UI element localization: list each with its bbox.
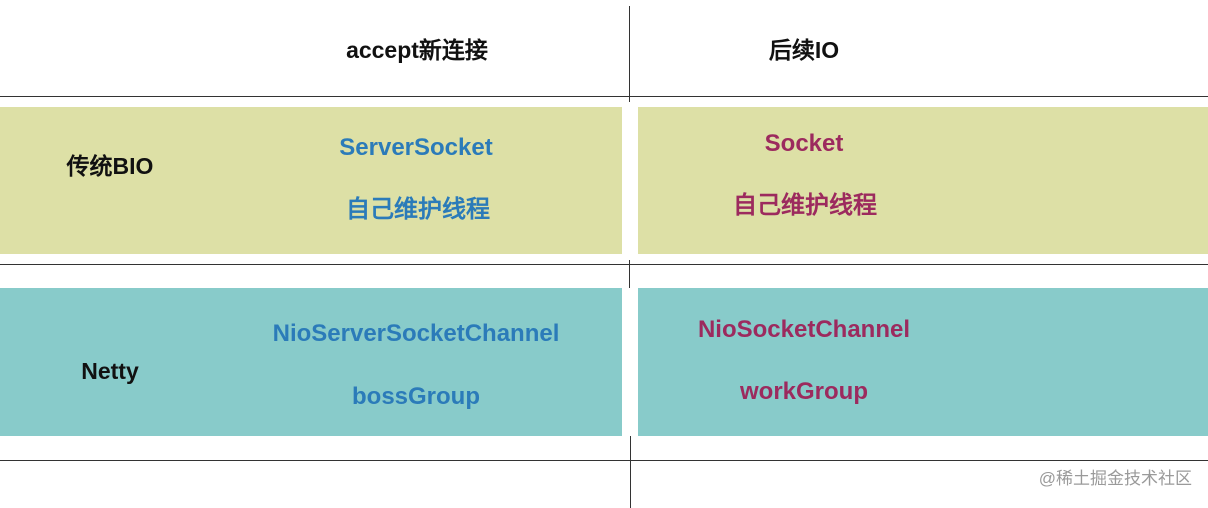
netty-io-primary: NioSocketChannel [697,316,911,343]
header-accept: accept新连接 [346,37,488,63]
netty-accept-primary: NioServerSocketChannel [272,320,560,347]
row-label-bio: 传统BIO [66,153,154,179]
netty-accept-secondary: bossGroup [351,383,481,410]
row-divider-line [0,264,1208,265]
bio-accept-band [0,107,622,254]
bio-io-band [638,107,1208,254]
netty-io-secondary: workGroup [739,378,869,405]
middle-column-divider [629,260,630,288]
row-label-netty: Netty [81,358,139,384]
watermark: @稀土掘金技术社区 [1038,469,1192,488]
bio-accept-primary: ServerSocket [339,134,493,161]
bio-io-primary: Socket [764,130,844,157]
bottom-column-divider [630,436,631,508]
bottom-divider-line [0,460,1208,461]
netty-accept-band [0,288,622,436]
netty-io-band [638,288,1208,436]
header-divider-line [0,96,1208,97]
header-column-divider [629,6,630,102]
bio-accept-secondary: 自己维护线程 [346,196,490,223]
header-io: 后续IO [768,37,840,63]
bio-io-secondary: 自己维护线程 [733,192,877,219]
